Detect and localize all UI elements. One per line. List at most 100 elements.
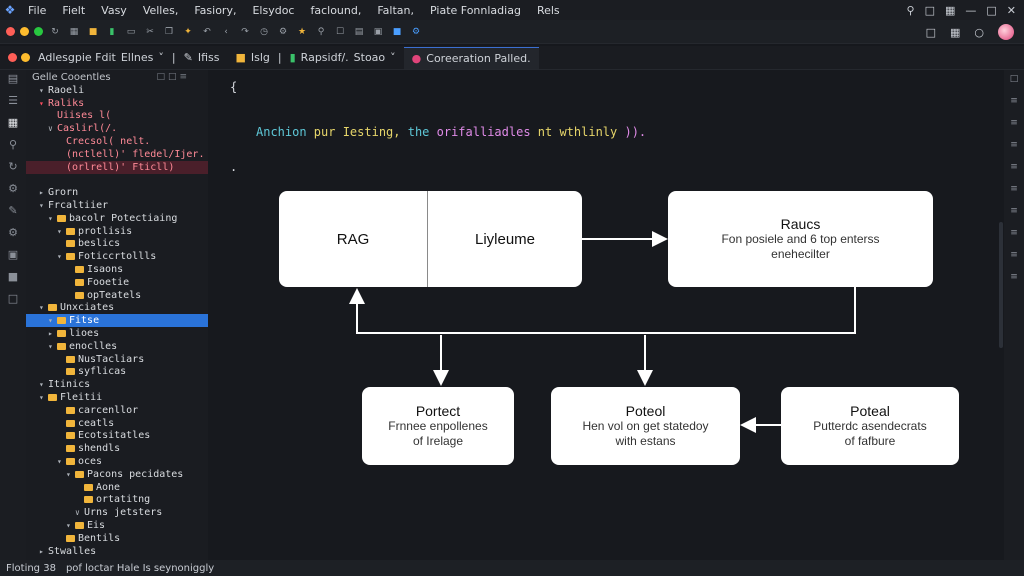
tree-item[interactable]: ▾Foticcrtollls [26, 250, 208, 263]
box-icon[interactable]: ▣ [373, 26, 383, 37]
tree-item[interactable]: ▾Fleitii [26, 391, 208, 404]
star-icon[interactable]: ★ [297, 26, 307, 37]
search-icon[interactable]: ⚲ [8, 138, 18, 151]
menu-item-5[interactable]: Fasiory, [194, 3, 237, 17]
tree-item[interactable]: Aone [26, 481, 208, 494]
expand-icon[interactable]: □ [1009, 74, 1019, 84]
grid-icon[interactable]: ▦ [69, 26, 79, 37]
list-icon[interactable]: ≡ [1010, 250, 1018, 260]
file-icon[interactable]: ▮ [109, 26, 115, 37]
tree-item[interactable]: ▾protlisis [26, 225, 208, 238]
terminal-icon[interactable]: ▤ [354, 26, 364, 37]
source-control-icon[interactable]: ▦ [7, 116, 19, 129]
tree-item[interactable]: ▾oces [26, 455, 208, 468]
clock-icon[interactable]: ◷ [260, 26, 268, 37]
editor-pane[interactable]: { Anchion pur Iesting, the orifalliadles… [208, 70, 1004, 560]
tree-item[interactable]: ▾enoclles [26, 340, 208, 353]
restore-icon[interactable]: □ [924, 3, 935, 17]
menu-item-8[interactable]: Faltan, [377, 3, 414, 17]
cut-icon[interactable]: ✂ [146, 26, 154, 37]
red-dot-icon[interactable] [6, 27, 15, 36]
tab-3[interactable]: ■ Islg [227, 47, 277, 69]
doc-icon[interactable]: ▭ [126, 26, 136, 37]
search-icon[interactable]: ⚲ [317, 26, 325, 37]
tab-5[interactable]: ● Coreeration Palled. [403, 46, 539, 69]
yellow-dot-icon[interactable] [20, 27, 29, 36]
account-circle-icon[interactable]: ○ [974, 25, 984, 39]
chevron-icon[interactable]: ▾ [66, 469, 71, 479]
list-icon[interactable]: ≡ [1010, 96, 1018, 106]
chevron-icon[interactable]: ▾ [48, 341, 53, 351]
debug-icon[interactable]: ■ [392, 26, 402, 37]
tree-item[interactable]: ortatitng [26, 494, 208, 507]
chevron-icon[interactable]: ▾ [57, 226, 62, 236]
tree-item[interactable]: Uiises l( [26, 110, 208, 123]
settings-icon[interactable]: ⚙ [8, 226, 18, 239]
extensions-icon[interactable]: ✎ [8, 204, 18, 217]
tree-item[interactable]: Bentils [26, 532, 208, 545]
tree-item[interactable]: ▾Unxciates [26, 302, 208, 315]
chevron-down-icon[interactable]: ˅ [390, 51, 396, 64]
run-icon[interactable]: ⚙ [8, 182, 18, 195]
poteol-box[interactable]: Poteol Hen vol on get statedoy with esta… [551, 387, 740, 465]
list-icon[interactable]: ≡ [1010, 272, 1018, 282]
menu-item-6[interactable]: Elsydoc [252, 3, 295, 17]
chevron-icon[interactable]: ▾ [48, 316, 53, 326]
poteal-box[interactable]: Poteal Putterdc asendecrats of fafbure [781, 387, 959, 465]
panel-icon[interactable]: ▦ [949, 25, 961, 39]
tree-item[interactable]: ▾Fitse [26, 314, 208, 328]
chevron-icon[interactable]: ▾ [57, 457, 62, 466]
rag-lifecycle-box[interactable]: RAG Liyleume [279, 191, 582, 287]
list-icon[interactable]: ≡ [1010, 184, 1018, 194]
menu-item-7[interactable]: faclound, [310, 3, 362, 17]
layout-icon[interactable]: ▦ [944, 3, 956, 17]
tree-item[interactable]: ▸lioes [26, 327, 208, 340]
tree-item[interactable]: ▾Pacons pecidates [26, 468, 208, 481]
app-logo-icon[interactable]: ❖ [4, 3, 16, 17]
debug-icon[interactable]: ↻ [8, 160, 18, 173]
chevron-icon[interactable]: ▾ [39, 85, 44, 95]
status-right[interactable]: pof loctar Hale Is seynoniggly [65, 562, 215, 574]
lock-icon[interactable]: ☐ [335, 26, 345, 37]
menu-file[interactable]: File [28, 3, 47, 17]
account-icon[interactable]: ▣ [7, 248, 19, 261]
chevron-icon[interactable]: ▾ [39, 380, 44, 390]
folder-icon[interactable]: ■ [88, 26, 98, 37]
chevron-icon[interactable]: ▾ [39, 303, 44, 313]
chevron-icon[interactable]: ▾ [57, 252, 62, 262]
tree-item[interactable]: ▾Frcaltiier [26, 199, 208, 212]
chevron-icon[interactable]: ∨ [48, 124, 53, 134]
tree-item[interactable]: ▾Eis [26, 519, 208, 532]
chevron-icon[interactable]: ▸ [48, 329, 53, 339]
copy-icon[interactable]: ❐ [164, 26, 174, 37]
bolt-icon[interactable]: ✦ [184, 26, 192, 37]
list-icon[interactable]: ≡ [1010, 140, 1018, 150]
menu-item-4[interactable]: Velles, [142, 3, 179, 17]
chevron-icon[interactable]: ▾ [66, 520, 71, 530]
tree-item[interactable]: ▾Raoeli [26, 84, 208, 97]
close-icon[interactable]: ✕ [1006, 3, 1016, 17]
menu-item-9[interactable]: Piate Fonnladiag [430, 3, 521, 17]
undo-icon[interactable]: ↶ [203, 26, 211, 37]
tree-item[interactable]: ∨Urns jetsters [26, 506, 208, 519]
chevron-icon[interactable]: ▾ [39, 393, 44, 403]
tree-item[interactable]: (nctlell)' fledel/Ijer. [26, 148, 208, 161]
status-left[interactable]: Floting 38 [6, 562, 56, 574]
tree-item[interactable]: carcenllor [26, 404, 208, 417]
portect-box[interactable]: Portect Frnnee enpollenes of Irelage [362, 387, 514, 465]
chevron-icon[interactable]: ▾ [39, 98, 44, 108]
tree-item[interactable]: opTeatels [26, 289, 208, 302]
chevron-down-icon[interactable]: ˅ [158, 51, 164, 64]
tree-item[interactable]: Fooetie [26, 276, 208, 289]
gear-icon[interactable]: ⚙ [278, 26, 288, 37]
redo-icon[interactable]: ↷ [241, 26, 249, 37]
raucs-box[interactable]: Raucs Fon posiele and 6 top enterss eneh… [668, 191, 933, 287]
tab-4[interactable]: ▮ Rapsidf/. Stoao ˅ [282, 47, 404, 69]
extensions-icon[interactable]: ⚙ [411, 26, 421, 37]
tree-item[interactable]: ▾Itinics [26, 378, 208, 391]
minimize-icon[interactable]: — [965, 3, 977, 17]
chevron-icon[interactable]: ∨ [75, 508, 80, 518]
chevron-icon[interactable]: ▾ [48, 213, 53, 223]
tree-item[interactable]: shendls [26, 442, 208, 455]
tree-item[interactable]: ▾Raliks [26, 97, 208, 110]
